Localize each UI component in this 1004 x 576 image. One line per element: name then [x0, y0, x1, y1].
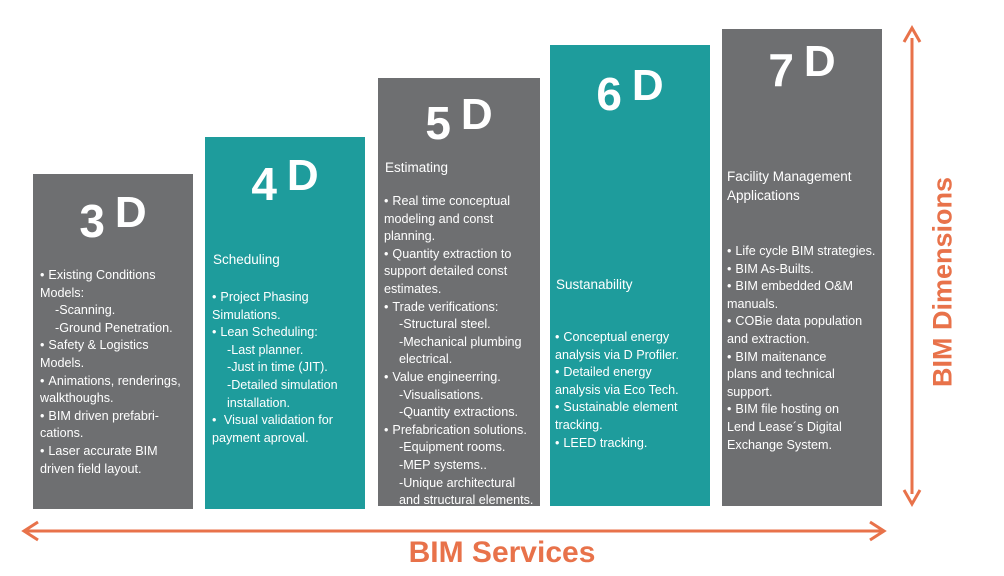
dimension-number: 7	[768, 44, 794, 96]
list-item: payment aproval.	[212, 430, 309, 445]
list-item: plans and technical	[727, 367, 835, 382]
column-5d: 5D Estimating Real time conceptualmodeli…	[378, 78, 540, 506]
category-label: Scheduling	[213, 252, 280, 267]
list-item: Exchange System.	[727, 437, 832, 452]
list-item: -Equipment rooms.	[399, 440, 506, 455]
dimension-number: 6	[596, 68, 622, 120]
vertical-double-arrow	[902, 24, 922, 508]
list-item: Prefabrication solutions.	[383, 422, 538, 440]
list-item: -Scanning.	[55, 303, 116, 318]
list-item: electrical.	[399, 352, 453, 367]
list-item: BIM maitenance	[726, 349, 880, 367]
dimension-number: 3	[79, 195, 105, 247]
list-item: analysis via Eco Tech.	[555, 382, 679, 397]
list-item: Animations, renderings,	[39, 373, 189, 391]
list-item: Value engineerring.	[383, 369, 538, 387]
list-item: BIM As-Builts.	[726, 261, 880, 279]
list-item: support.	[727, 384, 773, 399]
column-4d: 4D Scheduling Project PhasingSimulations…	[205, 137, 365, 509]
list-item: Sustainable element	[554, 399, 708, 417]
list-item: LEED tracking.	[554, 435, 708, 453]
list-item: Simulations.	[212, 307, 281, 322]
horizontal-double-arrow	[21, 520, 887, 542]
list-item: modeling and const	[384, 211, 494, 226]
list-item: Detailed energy	[554, 364, 708, 382]
list-item: BIM file hosting on	[726, 401, 880, 419]
list-item: driven field layout.	[40, 461, 142, 476]
list-item: estimates.	[384, 281, 442, 296]
list-item: -Ground Penetration.	[55, 320, 173, 335]
category-label: Sustanability	[556, 277, 633, 292]
list-item: Models.	[40, 355, 85, 370]
list-item: Quantity extraction to	[383, 246, 538, 264]
dimension-number: 4	[251, 158, 277, 210]
dimension-letter: D	[631, 61, 664, 110]
list-item: -Unique architectural	[399, 475, 516, 490]
list-item: tracking.	[555, 417, 603, 432]
list-item: -Visualisations.	[399, 387, 484, 402]
list-item: BIM embedded O&M	[726, 278, 880, 296]
list-item: Project Phasing	[211, 289, 361, 307]
list-item: installation.	[227, 395, 291, 410]
list-item: -Quantity extractions.	[399, 405, 518, 420]
list-item: Conceptual energy	[554, 329, 708, 347]
list-item: -Structural steel.	[399, 317, 491, 332]
list-item: manuals.	[727, 296, 779, 311]
list-item: support detailed const	[384, 264, 508, 279]
list-item: -Just in time (JIT).	[227, 360, 328, 375]
list-item: Visual validation for	[211, 412, 361, 430]
list-item: walkthoughs.	[40, 391, 114, 406]
dimension-number: 5	[425, 97, 451, 149]
list-item: and structural elements.	[399, 493, 534, 506]
list-item: -Detailed simulation	[227, 377, 338, 392]
list-item: and extraction.	[727, 331, 810, 346]
list-item: -Mechanical plumbing	[399, 334, 522, 349]
list-item: Life cycle BIM strategies.	[726, 243, 880, 261]
list-item: Lend Lease´s Digital	[727, 419, 842, 434]
list-item: COBie data population	[726, 313, 880, 331]
vertical-axis-label: BIM Dimensions	[927, 176, 958, 388]
column-7d: 7D Facility Management Applications Life…	[722, 29, 882, 506]
list-item: -MEP systems..	[399, 457, 487, 472]
list-item: Existing Conditions	[39, 267, 189, 285]
list-item: Laser accurate BIM	[39, 443, 189, 461]
list-item: cations.	[40, 426, 84, 441]
list-item: Models:	[40, 285, 85, 300]
list-item: Real time conceptual	[383, 193, 538, 211]
list-item: planning.	[384, 229, 436, 244]
dimension-letter: D	[286, 151, 319, 200]
item-list: Life cycle BIM strategies.BIM As-Builts.…	[726, 243, 880, 454]
category-label: Estimating	[385, 160, 449, 175]
category-label: Facility Management Applications	[727, 169, 852, 203]
dimension-letter: D	[460, 90, 493, 139]
list-item: Safety & Logistics	[39, 337, 189, 355]
list-item: BIM driven prefabri-	[39, 408, 189, 426]
list-item: -Last planner.	[227, 342, 304, 357]
list-item: analysis via D Profiler.	[555, 347, 679, 362]
list-item: Trade verifications:	[383, 299, 538, 317]
dimension-letter: D	[114, 188, 147, 237]
dimension-letter: D	[803, 37, 836, 86]
horizontal-axis-label: BIM Services	[408, 536, 596, 569]
list-item: Lean Scheduling:	[211, 324, 361, 342]
column-6d: 6D Sustanability Conceptual energyanalys…	[550, 45, 710, 506]
